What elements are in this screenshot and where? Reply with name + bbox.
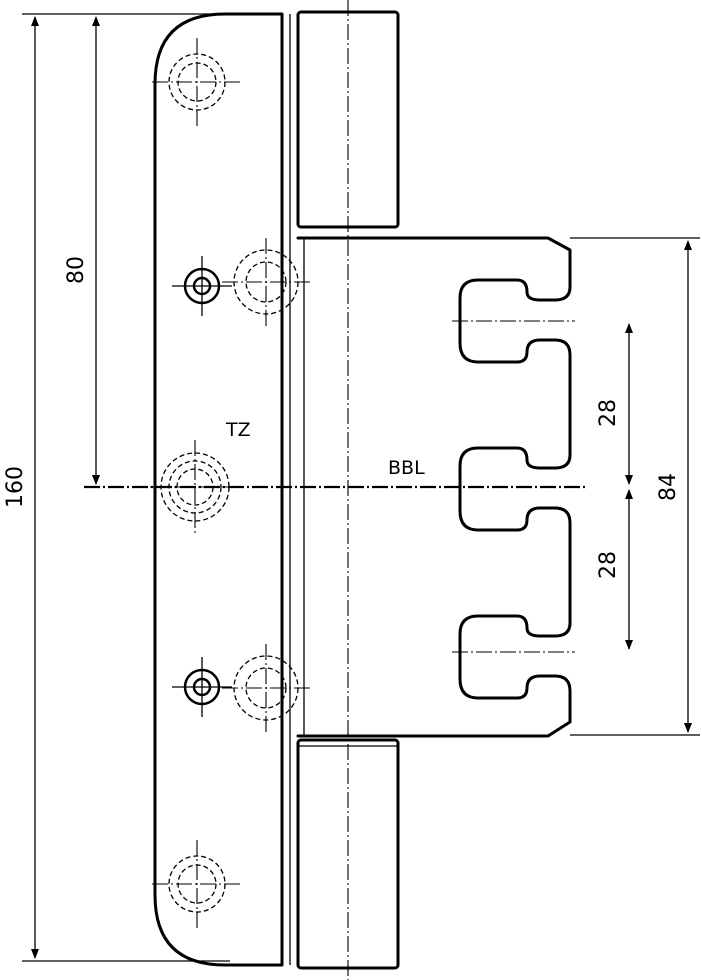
label-slot-pitch-top: 28 — [596, 399, 621, 427]
label-to-center: 80 — [64, 256, 89, 284]
label-bracket-height: 84 — [656, 473, 681, 501]
pin-bore-lower — [172, 644, 312, 732]
frame-bracket — [296, 236, 572, 738]
label-overall-height: 160 — [3, 466, 28, 508]
label-frame-part: BBL — [388, 457, 425, 479]
label-door-part: TZ — [225, 419, 251, 441]
dimension-bracket-height — [570, 237, 700, 736]
door-leaf-plate — [153, 12, 284, 967]
pin-bore-upper — [172, 238, 312, 326]
countersunk-hole-bottom — [152, 840, 242, 928]
dimension-overall-height — [22, 13, 240, 962]
countersunk-hole-center — [150, 440, 240, 534]
countersunk-hole-top — [152, 38, 242, 126]
label-slot-pitch-bottom: 28 — [596, 551, 621, 579]
